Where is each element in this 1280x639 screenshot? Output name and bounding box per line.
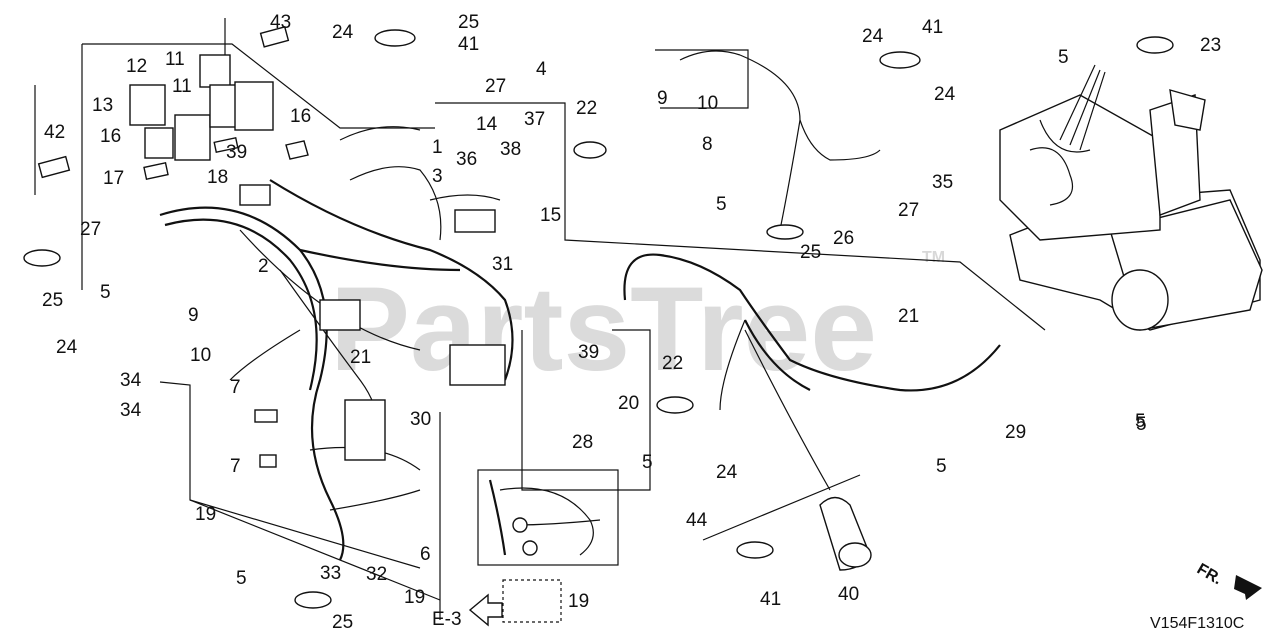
callout-22: 22 <box>576 98 597 119</box>
callout-19: 19 <box>568 591 589 612</box>
front-label: FR. <box>1194 561 1225 589</box>
callout-5: 5 <box>936 456 947 477</box>
callout-12: 12 <box>126 56 147 77</box>
callout-34: 34 <box>120 400 142 421</box>
callout-5: 5 <box>1136 414 1147 435</box>
callout-41: 41 <box>922 17 943 38</box>
callout-6: 6 <box>420 544 431 565</box>
callout-21: 21 <box>350 347 371 368</box>
callout-25: 25 <box>800 242 821 263</box>
ref-e3-label: E-3 <box>432 609 462 630</box>
callout-10: 10 <box>190 345 211 366</box>
callout-27: 27 <box>485 76 506 97</box>
callout-7: 7 <box>230 456 241 477</box>
drawing-code: V154F1310C <box>1150 615 1244 632</box>
callout-14: 14 <box>476 114 498 135</box>
callout-1: 1 <box>432 137 443 158</box>
callout-33: 33 <box>320 563 341 584</box>
callout-4: 4 <box>536 59 547 80</box>
watermark: PartsTree <box>330 262 877 396</box>
callout-36: 36 <box>456 149 477 170</box>
callout-9: 9 <box>188 305 199 326</box>
reference-arrow <box>468 579 562 627</box>
group-frames <box>34 18 1046 620</box>
callout-28: 28 <box>572 432 593 453</box>
callout-16: 16 <box>290 106 311 127</box>
callout-42: 42 <box>44 122 65 143</box>
callout-7: 7 <box>230 377 241 398</box>
right-wire-harness <box>623 50 1001 491</box>
callout-5: 5 <box>716 194 727 215</box>
callout-2: 2 <box>258 256 269 277</box>
callout-20: 20 <box>618 393 639 414</box>
callout-38: 38 <box>500 139 521 160</box>
callout-17: 17 <box>103 168 124 189</box>
callout-16: 16 <box>100 126 121 147</box>
callout-35: 35 <box>932 172 953 193</box>
main-wire-harness <box>159 126 514 561</box>
callout-5: 5 <box>642 452 653 473</box>
machine-overview-illustration <box>999 64 1263 331</box>
callout-24: 24 <box>862 26 884 47</box>
callout-32: 32 <box>366 564 387 585</box>
callout-34: 34 <box>120 370 142 391</box>
callout-15: 15 <box>540 205 561 226</box>
callout-37: 37 <box>524 109 545 130</box>
callout-41: 41 <box>760 589 781 610</box>
callout-27: 27 <box>898 200 919 221</box>
callout-24: 24 <box>934 84 956 105</box>
callout-25: 25 <box>42 290 63 311</box>
callout-44: 44 <box>686 510 708 531</box>
callout-25: 25 <box>332 612 353 633</box>
callout-30: 30 <box>410 409 431 430</box>
callout-24: 24 <box>716 462 738 483</box>
callout-5: 5 <box>236 568 247 589</box>
callout-5: 5 <box>1135 411 1146 432</box>
callout-22: 22 <box>662 353 683 374</box>
callout-26: 26 <box>833 228 854 249</box>
callout-11: 11 <box>165 49 185 70</box>
callout-23: 23 <box>1200 35 1221 56</box>
callout-39: 39 <box>226 142 247 163</box>
inset-detail <box>477 469 619 566</box>
callout-9: 9 <box>657 88 668 109</box>
callout-25: 25 <box>458 12 479 33</box>
callout-24: 24 <box>332 22 354 43</box>
callout-5: 5 <box>100 282 111 303</box>
callout-43: 43 <box>270 12 291 33</box>
callout-27: 27 <box>80 219 101 240</box>
callout-39: 39 <box>578 342 599 363</box>
front-direction-arrow <box>1234 575 1262 600</box>
callout-19: 19 <box>195 504 216 525</box>
callout-13: 13 <box>92 95 113 116</box>
callout-24: 24 <box>56 337 78 358</box>
callout-18: 18 <box>207 167 228 188</box>
callout-8: 8 <box>702 134 713 155</box>
callout-19: 19 <box>404 587 425 608</box>
boot-part <box>819 496 872 571</box>
connector-group <box>37 26 309 180</box>
callout-3: 3 <box>432 166 443 187</box>
callout-40: 40 <box>838 584 859 605</box>
callout-21: 21 <box>898 306 919 327</box>
callout-41: 41 <box>458 34 479 55</box>
callout-11: 11 <box>172 76 192 97</box>
callout-31: 31 <box>492 254 513 275</box>
callout-10: 10 <box>697 93 718 114</box>
callout-29: 29 <box>1005 422 1026 443</box>
callout-5: 5 <box>1058 47 1069 68</box>
watermark-tm: TM <box>922 249 945 266</box>
clamp-bands <box>23 29 1174 609</box>
